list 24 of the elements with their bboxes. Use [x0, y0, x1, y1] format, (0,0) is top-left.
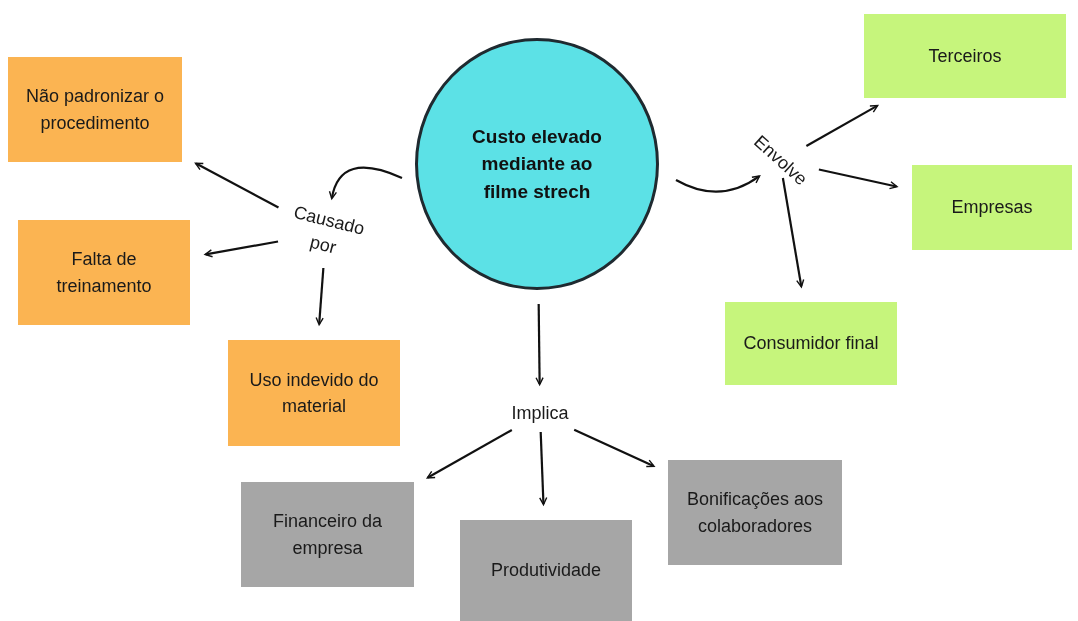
arrow [818, 168, 898, 190]
concept-box: Produtividade [460, 520, 632, 621]
concept-box: Terceiros [864, 14, 1066, 98]
arrow [204, 240, 279, 258]
arrow [315, 267, 325, 326]
concept-box: Bonificações aos colaboradores [668, 460, 842, 565]
arrow [329, 166, 403, 200]
topic-circle: Custo elevado mediante ao filme strech [415, 38, 659, 290]
link-phrase: Causado por [275, 192, 377, 274]
concept-box: Empresas [912, 165, 1072, 250]
link-phrase: Implica [503, 400, 577, 428]
concept-box: Consumidor final [725, 302, 897, 385]
arrow [194, 162, 279, 209]
arrow [539, 431, 548, 506]
arrow [805, 104, 879, 147]
arrow [426, 429, 513, 479]
arrow [675, 175, 761, 193]
arrow [573, 428, 655, 468]
concept-box: Não padronizar o procedimento [8, 57, 182, 162]
concept-box: Falta de treinamento [18, 220, 190, 325]
arrow [535, 303, 544, 386]
concept-box: Financeiro da empresa [241, 482, 414, 587]
arrow [781, 177, 805, 288]
concept-box: Uso indevido do material [228, 340, 400, 446]
